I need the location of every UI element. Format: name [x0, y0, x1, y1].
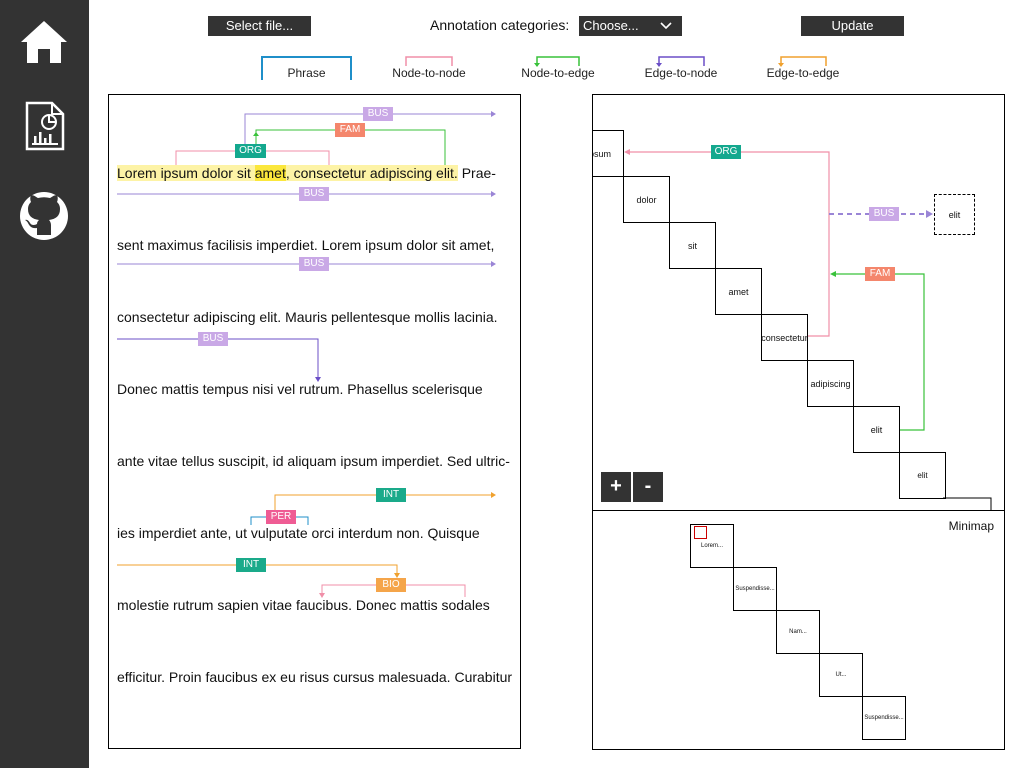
legend-edge-to-edge[interactable]: Edge-to-edge — [764, 56, 842, 80]
text-line-8[interactable]: efficitur. Proin faucibus ex eu risus cu… — [117, 669, 513, 685]
legend-phrase[interactable]: Phrase — [261, 56, 352, 80]
select-file-button[interactable]: Select file... — [208, 16, 311, 36]
legend-node-to-edge-label: Node-to-edge — [521, 66, 595, 80]
zoom-out-button[interactable]: - — [633, 472, 663, 502]
edge-tag-org[interactable]: ORG — [711, 145, 741, 159]
tag-int[interactable]: INT — [236, 558, 266, 572]
categories-label: Annotation categories: — [430, 17, 570, 33]
edge-tag-bus[interactable]: BUS — [869, 207, 899, 221]
zoom-in-button[interactable]: + — [601, 472, 631, 502]
minimap-node[interactable]: Nam... — [776, 610, 820, 654]
chevron-down-icon — [660, 22, 672, 30]
edge-to-edge-icon — [778, 56, 827, 67]
legend-edge-to-edge-label: Edge-to-edge — [766, 66, 840, 80]
home-icon[interactable] — [18, 18, 70, 71]
graph-node[interactable]: psum — [593, 130, 624, 177]
graph-edges — [624, 149, 992, 511]
tag-bus[interactable]: BUS — [363, 107, 393, 121]
categories-dropdown-value: Choose... — [583, 18, 639, 33]
text-line-5[interactable]: ante vitae tellus suscipit, id aliquam i… — [117, 453, 510, 469]
legend-edge-to-node[interactable]: Edge-to-node — [642, 56, 720, 80]
minimap-panel[interactable]: Minimap Lorem... Suspendisse... Nam... U… — [592, 510, 1005, 750]
legend-node-to-edge[interactable]: Node-to-edge — [519, 56, 597, 80]
tag-per[interactable]: PER — [266, 510, 296, 524]
tag-bio[interactable]: BIO — [376, 578, 406, 592]
minimap-node[interactable]: Lorem... — [690, 524, 734, 568]
edge-to-node-icon — [656, 56, 705, 67]
github-icon[interactable] — [19, 191, 69, 246]
text-line-7[interactable]: molestie rutrum sapien vitae faucibus. D… — [117, 597, 490, 613]
tag-bus[interactable]: BUS — [299, 187, 329, 201]
phrase-highlight-strong[interactable]: amet — [254, 165, 286, 181]
text-line-4[interactable]: Donec mattis tempus nisi vel rutrum. Pha… — [117, 381, 483, 397]
minimap-node[interactable]: Ut... — [819, 653, 863, 697]
categories-dropdown[interactable]: Choose... — [579, 16, 682, 36]
graph-node[interactable]: consectetur — [761, 314, 808, 361]
sidebar — [0, 0, 89, 768]
node-to-edge-icon — [534, 56, 580, 67]
text-line-2[interactable]: sent maximus facilisis imperdiet. Lorem … — [117, 237, 495, 253]
legend-phrase-label: Phrase — [287, 66, 326, 80]
node-to-node-icon — [405, 56, 453, 66]
phrase-highlight[interactable]: Lorem ipsum dolor sit — [117, 165, 255, 181]
phrase-highlight[interactable]: , consectetur adipiscing elit. — [285, 165, 458, 181]
text-line-1[interactable]: Lorem ipsum dolor sit amet, consectetur … — [117, 165, 496, 181]
tag-bus[interactable]: BUS — [198, 332, 228, 346]
graph-panel[interactable]: psum dolor sit amet consectetur adipisci… — [592, 94, 1005, 512]
minimap-node[interactable]: Suspendisse... — [862, 696, 906, 740]
legend-node-to-node[interactable]: Node-to-node — [391, 56, 467, 80]
tag-int[interactable]: INT — [376, 488, 406, 502]
graph-node[interactable]: elit — [899, 452, 946, 499]
phrase-bracket-icon — [261, 56, 352, 80]
tag-bus[interactable]: BUS — [299, 257, 329, 271]
legend-node-to-node-label: Node-to-node — [392, 66, 466, 80]
tag-fam[interactable]: FAM — [335, 123, 365, 137]
minimap-viewport[interactable] — [694, 526, 707, 539]
graph-node[interactable]: dolor — [623, 176, 670, 223]
text-line-3[interactable]: consectetur adipiscing elit. Mauris pell… — [117, 309, 498, 325]
tag-org[interactable]: ORG — [235, 144, 266, 158]
text-span: Prae- — [457, 165, 496, 181]
graph-node[interactable]: amet — [715, 268, 762, 315]
edge-tag-fam[interactable]: FAM — [865, 267, 895, 281]
update-button[interactable]: Update — [801, 16, 904, 36]
graph-node[interactable]: adipiscing — [807, 360, 854, 407]
graph-node-detached[interactable]: elit — [934, 194, 975, 235]
graph-node[interactable]: sit — [669, 222, 716, 269]
minimap-node[interactable]: Suspendisse... — [733, 567, 777, 611]
graph-node[interactable]: elit — [853, 406, 900, 453]
minimap-label: Minimap — [948, 519, 994, 533]
report-icon[interactable] — [24, 100, 66, 157]
text-panel[interactable]: BUS FAM ORG BUS BUS BUS INT PER INT BIO … — [108, 94, 521, 749]
legend-edge-to-node-label: Edge-to-node — [644, 66, 718, 80]
text-line-6[interactable]: ies imperdiet ante, ut vulputate orci in… — [117, 525, 480, 541]
